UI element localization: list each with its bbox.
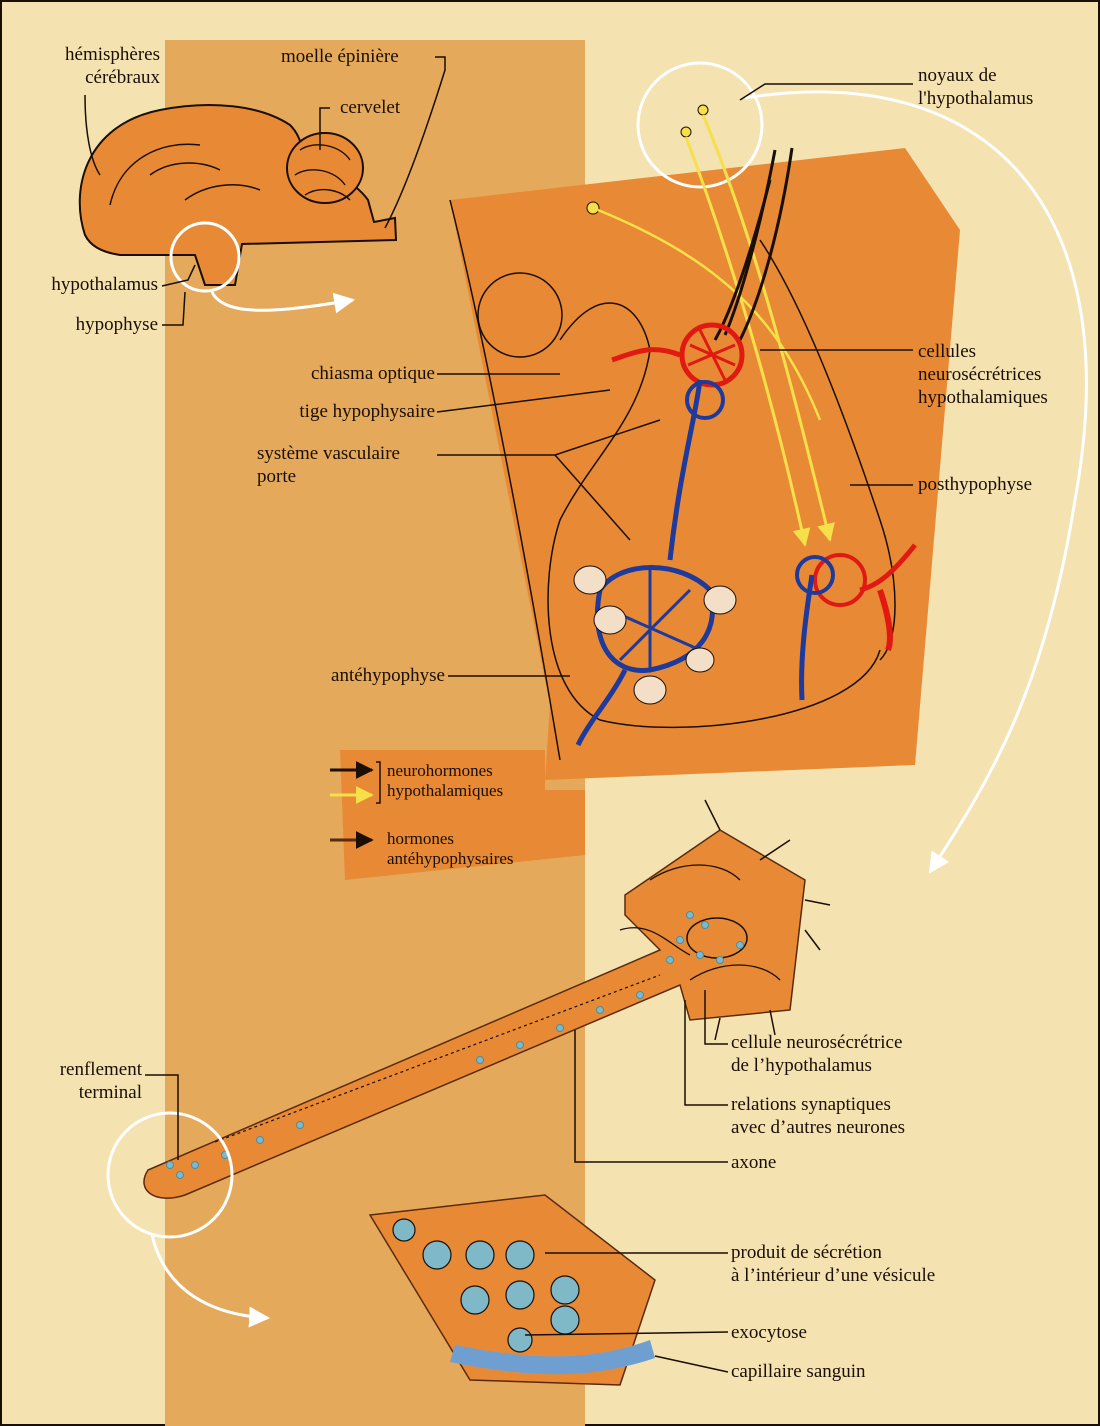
label-axon: axone: [731, 1151, 776, 1174]
label-hemispheres: hémisphères cérébraux: [20, 43, 160, 89]
label-hypothalamus: hypothalamus: [10, 273, 158, 296]
label-spinal-cord: moelle épinière: [281, 45, 399, 68]
label-secretion-product: produit de sécrétion à l’intérieur d’une…: [731, 1241, 935, 1287]
label-neurosecretory-cell: cellule neurosécrétrice de l’hypothalamu…: [731, 1031, 902, 1077]
label-neurosecretory-cells: cellules neurosécrétrices hypothalamique…: [918, 340, 1048, 409]
label-optic-chiasm: chiasma optique: [230, 362, 435, 385]
label-anterior-pituitary: antéhypophyse: [260, 664, 445, 687]
label-synaptic-relations: relations synaptiques avec d’autres neur…: [731, 1093, 905, 1139]
label-pituitary-stalk: tige hypophysaire: [230, 400, 435, 423]
label-cerebellum: cervelet: [340, 96, 400, 119]
label-hypothalamic-nuclei: noyaux de l'hypothalamus: [918, 64, 1033, 110]
legend-neurohormones: neurohormones hypothalamiques: [387, 761, 503, 801]
magnifier-circle-icon: [638, 63, 762, 187]
legend-anterior-hormones: hormones antéhypophysaires: [387, 829, 514, 869]
label-portal-system: système vasculaire porte: [257, 442, 400, 488]
label-terminal-enlargement: renflement terminal: [20, 1058, 142, 1104]
label-exocytosis: exocytose: [731, 1321, 807, 1344]
label-capillary: capillaire sanguin: [731, 1360, 866, 1383]
label-pituitary: hypophyse: [10, 313, 158, 336]
label-posterior-pituitary: posthypophyse: [918, 473, 1032, 496]
